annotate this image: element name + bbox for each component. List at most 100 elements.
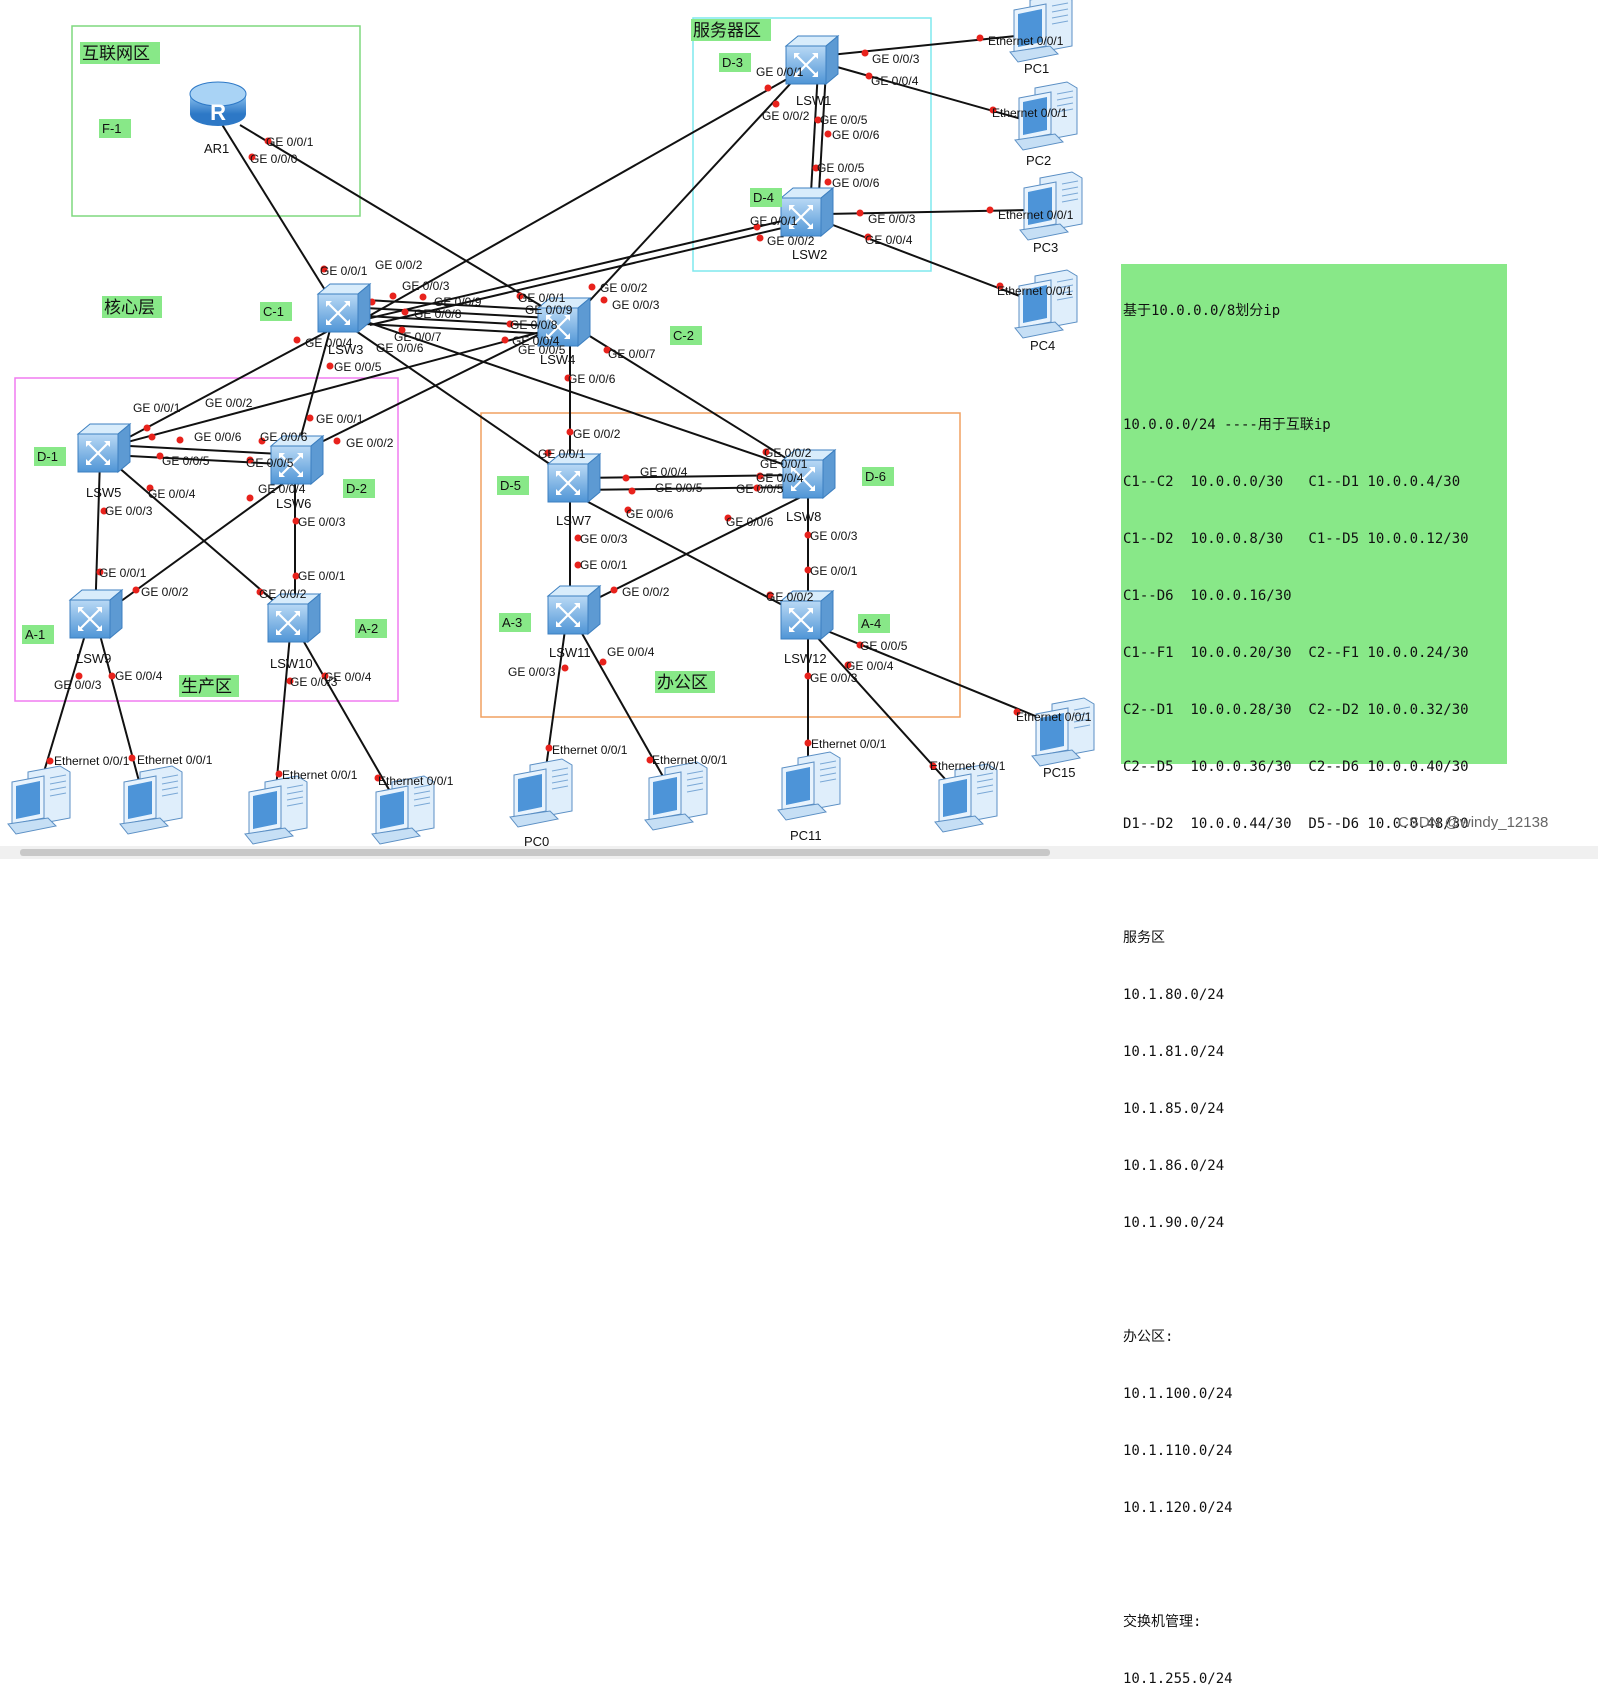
svg-text:GE 0/0/3: GE 0/0/3 (872, 52, 920, 66)
svg-text:GE 0/0/5: GE 0/0/5 (246, 456, 294, 470)
ip-plan-server-title: 服务区 (1123, 930, 1165, 946)
svg-text:GE 0/0/8: GE 0/0/8 (510, 318, 558, 332)
device-label-lsw11: LSW11 (549, 645, 591, 660)
svg-text:GE 0/0/4: GE 0/0/4 (305, 336, 353, 350)
svg-text:GE 0/0/1: GE 0/0/1 (320, 264, 368, 278)
switch-lsw10[interactable] (266, 592, 322, 644)
svg-text:互联网区: 互联网区 (82, 44, 150, 64)
svg-text:GE 0/0/4: GE 0/0/4 (607, 645, 655, 659)
svg-text:GE 0/0/2: GE 0/0/2 (600, 281, 648, 295)
pc-production-3[interactable] (244, 775, 308, 845)
ip-plan-row: C1--C2 10.0.0.0/30 C1--D1 10.0.0.4/30 (1123, 474, 1461, 490)
zone-label-internet: 互联网区 (80, 42, 160, 64)
svg-text:GE 0/0/6: GE 0/0/6 (832, 128, 880, 142)
svg-text:GE 0/0/3: GE 0/0/3 (810, 529, 858, 543)
svg-text:核心层: 核心层 (104, 298, 155, 318)
ip-plan-subnet: 10.1.110.0/24 (1123, 1443, 1233, 1459)
switch-lsw7[interactable] (546, 452, 602, 504)
svg-text:GE 0/0/3: GE 0/0/3 (580, 532, 628, 546)
pc-pc4[interactable] (1014, 269, 1078, 339)
tag-a3: A-3 (499, 613, 531, 632)
device-label-lsw6: LSW6 (276, 496, 311, 511)
svg-text:GE 0/0/1: GE 0/0/1 (518, 291, 566, 305)
zone-label-production: 生产区 (179, 675, 239, 697)
svg-text:GE 0/0/6: GE 0/0/6 (260, 430, 308, 444)
pc-production-1[interactable] (7, 765, 71, 835)
pc-pc15[interactable] (1031, 697, 1095, 767)
svg-text:GE 0/0/4: GE 0/0/4 (258, 482, 306, 496)
svg-text:GE 0/0/1: GE 0/0/1 (266, 135, 314, 149)
svg-text:D-5: D-5 (500, 478, 521, 493)
pc-pc1[interactable] (1009, 0, 1073, 63)
ip-plan-subnet: 10.1.85.0/24 (1123, 1101, 1225, 1117)
zone-label-office: 办公区 (655, 671, 715, 693)
device-label-lsw4: LSW4 (540, 352, 575, 367)
svg-text:D-4: D-4 (753, 190, 774, 205)
svg-text:GE 0/0/1: GE 0/0/1 (580, 558, 628, 572)
svg-text:GE 0/0/2: GE 0/0/2 (762, 109, 810, 123)
svg-text:GE 0/0/1: GE 0/0/1 (538, 447, 586, 461)
pc-pc3[interactable] (1019, 171, 1083, 241)
svg-text:A-4: A-4 (861, 616, 881, 631)
port-dots (46, 34, 1021, 782)
svg-text:GE 0/0/2: GE 0/0/2 (767, 234, 815, 248)
svg-text:GE 0/0/9: GE 0/0/9 (525, 303, 573, 317)
router-ar1[interactable]: R (189, 81, 247, 126)
svg-text:GE 0/0/3: GE 0/0/3 (810, 671, 858, 685)
svg-text:Ethernet 0/0/1: Ethernet 0/0/1 (811, 737, 887, 751)
svg-text:D-2: D-2 (346, 481, 367, 496)
tag-d5: D-5 (497, 476, 529, 495)
switch-lsw11[interactable] (546, 584, 602, 636)
pc-production-2[interactable] (119, 765, 183, 835)
device-label-pc3: PC3 (1033, 240, 1058, 255)
device-label-pc11: PC11 (790, 828, 822, 843)
ip-plan-subnet: 10.1.81.0/24 (1123, 1044, 1225, 1060)
svg-text:GE 0/0/2: GE 0/0/2 (622, 585, 670, 599)
pc-office-4[interactable] (934, 763, 998, 833)
svg-text:GE 0/0/2: GE 0/0/2 (573, 427, 621, 441)
svg-text:服务器区: 服务器区 (693, 21, 761, 41)
pc-pc11[interactable] (777, 751, 841, 821)
ip-plan-subnet: 10.1.255.0/24 (1123, 1671, 1233, 1687)
svg-text:A-3: A-3 (502, 615, 522, 630)
switch-lsw2[interactable] (779, 186, 835, 238)
watermark: CSDN @windy_12138 (1398, 814, 1549, 831)
production-zone-box (14, 377, 399, 702)
zone-label-core: 核心层 (102, 296, 162, 318)
network-topology: R AR1 LSW1 LSW2 LSW3 LSW4 LSW5 LSW6 LSW7… (7, 0, 1095, 846)
pc-pc0[interactable] (509, 758, 573, 828)
device-label-lsw9: LSW9 (76, 651, 111, 666)
scrollbar-thumb[interactable] (20, 849, 1050, 856)
pc-office-2[interactable] (644, 761, 708, 831)
ip-plan-office-title: 办公区: (1123, 1329, 1174, 1345)
svg-text:GE 0/0/4: GE 0/0/4 (324, 670, 372, 684)
ip-plan-row: D1--D2 10.0.0.44/30 D5--D6 10.0.0.48/30 (1123, 816, 1469, 832)
tag-f1: F-1 (99, 119, 131, 138)
tag-d6: D-6 (862, 467, 894, 486)
ip-plan-row: C2--D1 10.0.0.28/30 C2--D2 10.0.0.32/30 (1123, 702, 1469, 718)
horizontal-scrollbar[interactable] (0, 846, 1598, 859)
switch-lsw3[interactable] (316, 282, 372, 334)
device-label-ar1: AR1 (204, 141, 229, 156)
svg-text:GE 0/0/8: GE 0/0/8 (414, 307, 462, 321)
svg-text:A-1: A-1 (25, 627, 45, 642)
device-label-lsw10: LSW10 (270, 656, 313, 671)
svg-text:GE 0/0/9: GE 0/0/9 (434, 295, 482, 309)
svg-text:GE 0/0/3: GE 0/0/3 (612, 298, 660, 312)
tag-d2: D-2 (343, 479, 375, 498)
tag-d1: D-1 (34, 447, 66, 466)
svg-text:GE 0/0/6: GE 0/0/6 (626, 507, 674, 521)
svg-text:GE 0/0/3: GE 0/0/3 (508, 665, 556, 679)
svg-text:GE 0/0/2: GE 0/0/2 (205, 396, 253, 410)
device-label-lsw7: LSW7 (556, 513, 591, 528)
svg-text:办公区: 办公区 (657, 673, 708, 693)
ip-plan-subnet: 10.1.100.0/24 (1123, 1386, 1233, 1402)
device-label-lsw3: LSW3 (328, 342, 363, 357)
switch-lsw9[interactable] (68, 588, 124, 640)
svg-text:生产区: 生产区 (181, 677, 232, 697)
device-label-lsw12: LSW12 (784, 651, 827, 666)
switch-lsw5[interactable] (76, 422, 132, 474)
ip-plan-subnet: 10.1.80.0/24 (1123, 987, 1225, 1003)
svg-text:GE 0/0/3: GE 0/0/3 (54, 678, 102, 692)
office-zone-box (480, 412, 961, 718)
